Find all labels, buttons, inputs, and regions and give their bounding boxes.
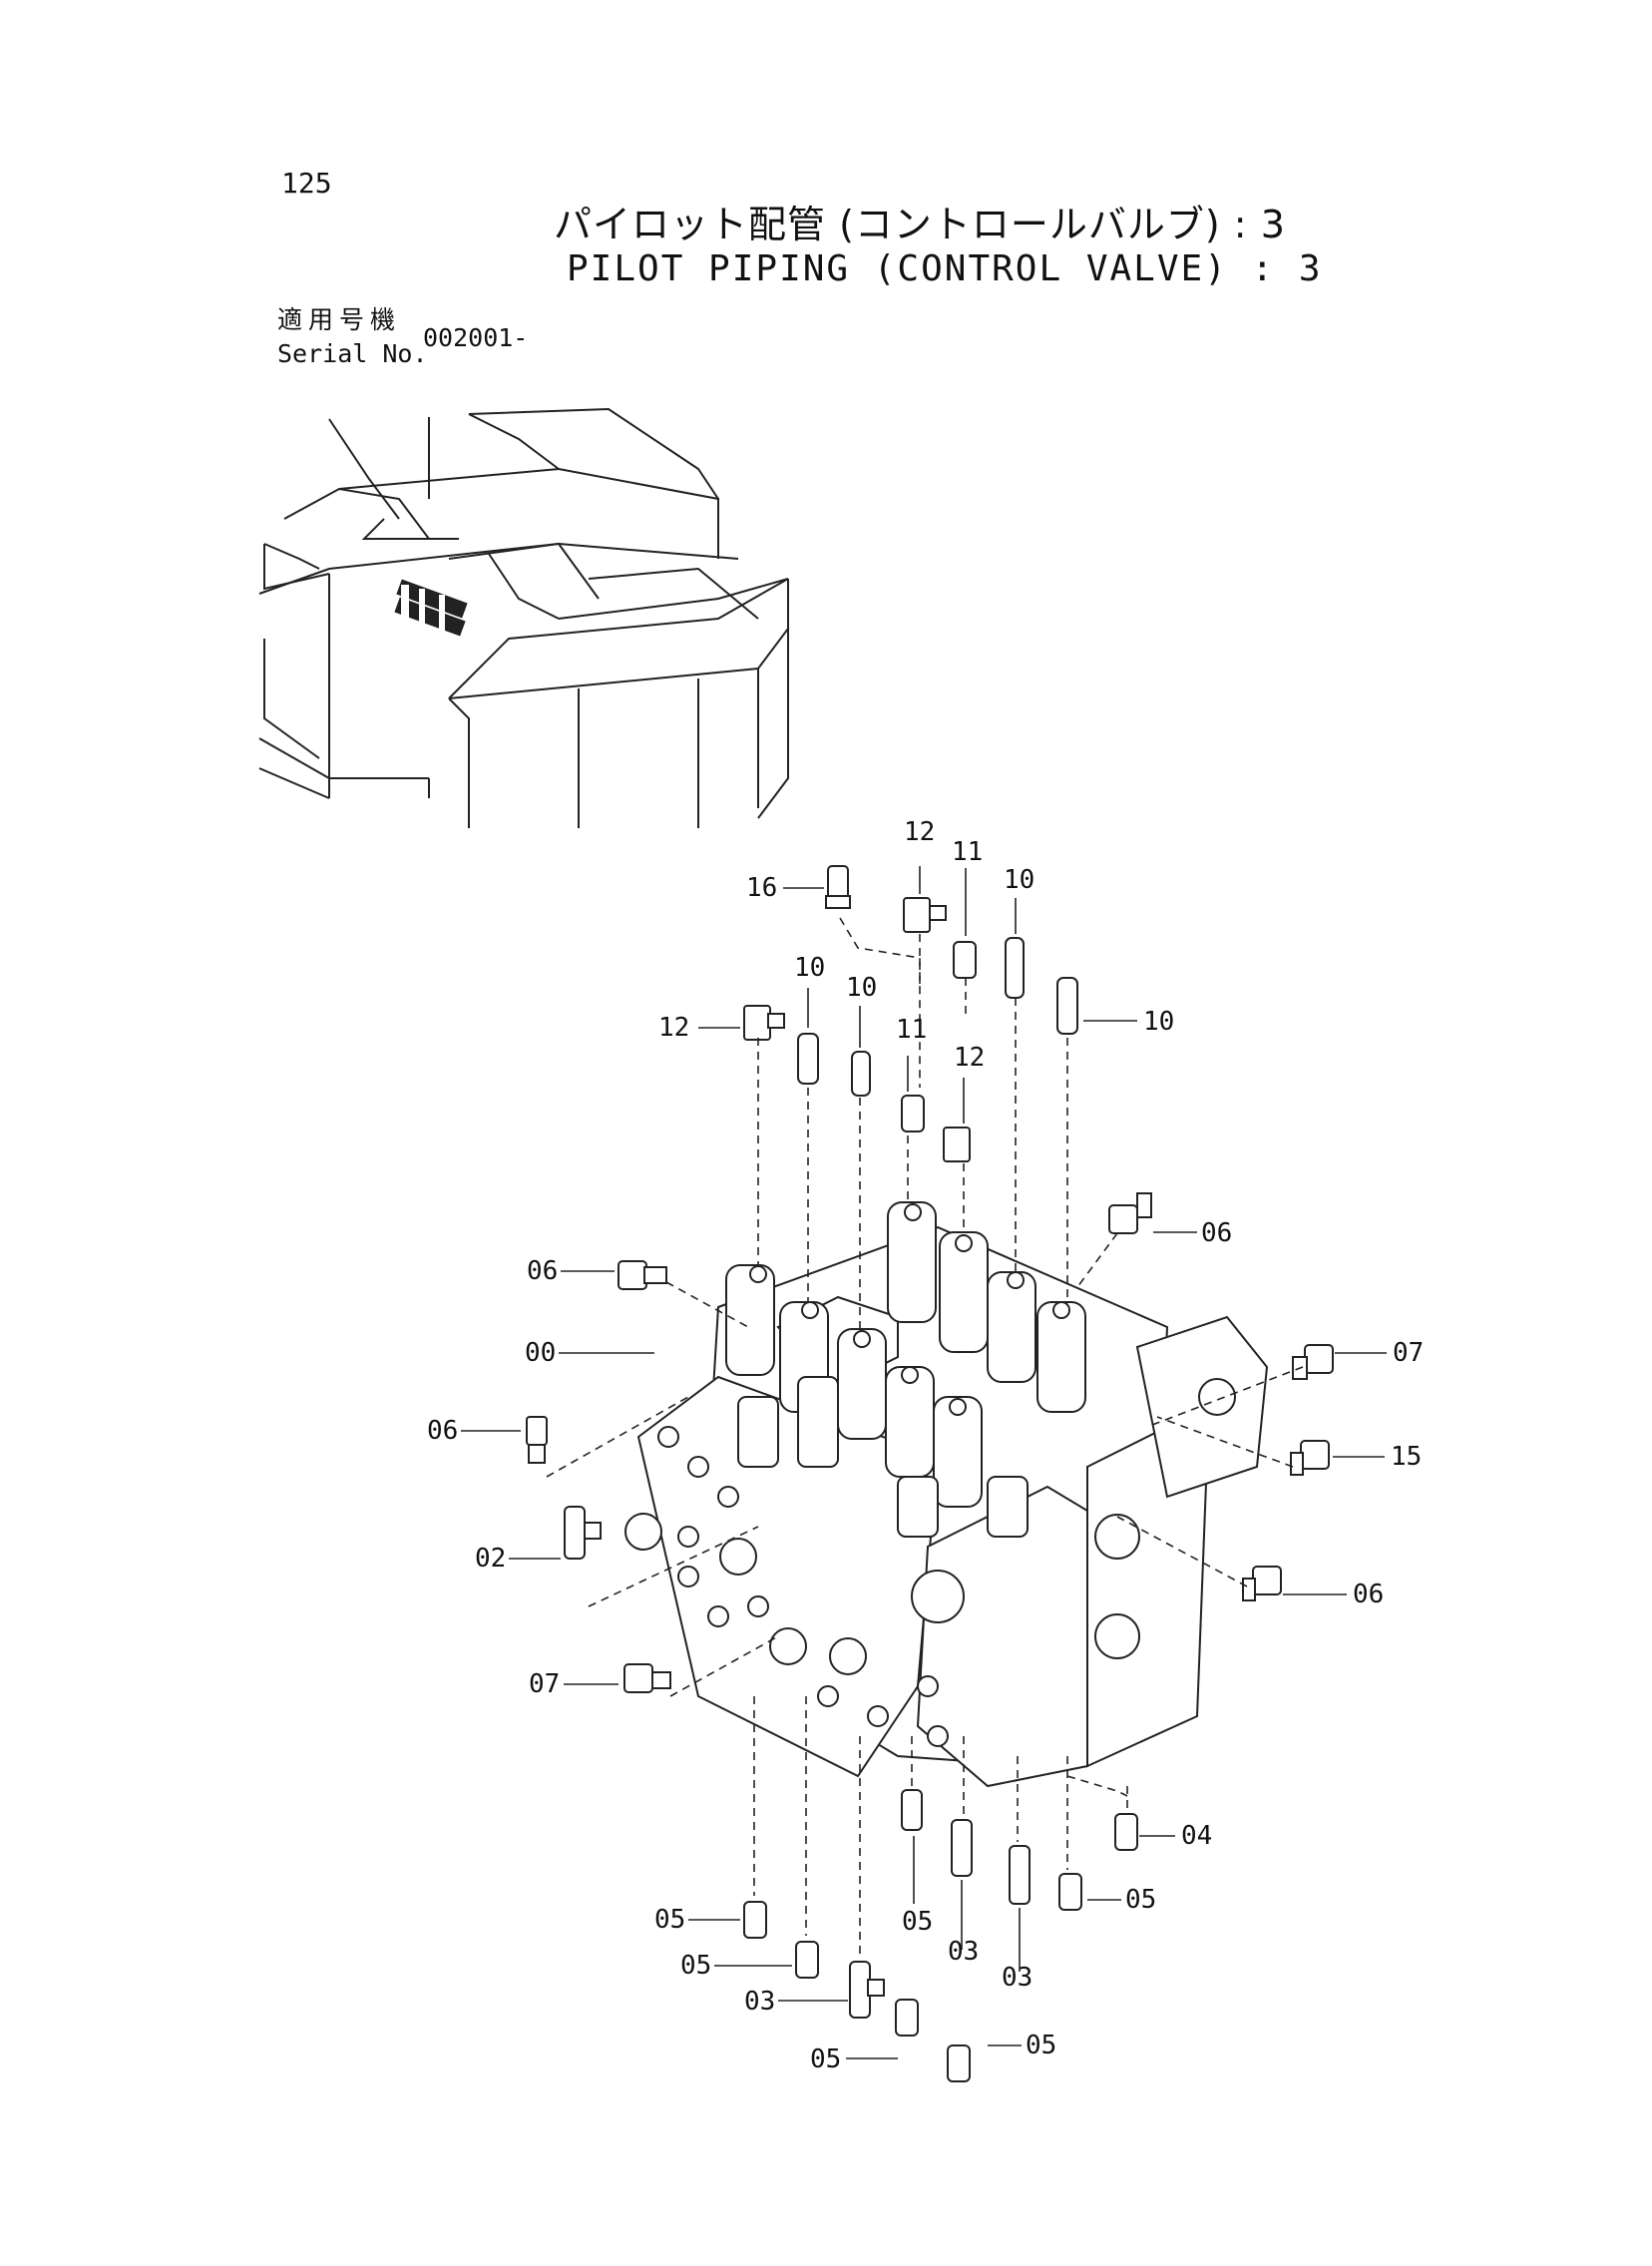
- title-english: PILOT PIPING (CONTROL VALVE) : 3: [567, 248, 1323, 289]
- control-valve-location-icon: [394, 579, 468, 637]
- pipe-fittings: [526, 865, 1334, 2082]
- callout-label: 06: [427, 1416, 458, 1446]
- control-valve-assembly: [624, 1201, 1269, 1788]
- callout-label: 03: [1002, 1963, 1032, 1993]
- serial-label: Serial No.: [277, 339, 428, 368]
- callout-label: 03: [744, 1987, 775, 2017]
- leader-lines: [461, 866, 1387, 2059]
- callout-label: 15: [1391, 1442, 1422, 1472]
- serial-label-japanese: 適用号機: [277, 305, 402, 334]
- callout-label: 02: [475, 1544, 506, 1574]
- callout-label: 16: [746, 873, 777, 903]
- callout-label: 10: [1004, 865, 1034, 895]
- callout-label: 11: [952, 837, 983, 867]
- callout-label: 06: [527, 1256, 558, 1286]
- callout-label: 05: [654, 1905, 685, 1935]
- callout-label: 07: [1393, 1338, 1424, 1368]
- callout-label: 12: [904, 817, 935, 847]
- callout-label: 10: [1143, 1007, 1174, 1037]
- serial-number-value: 002001-: [423, 323, 529, 352]
- machine-overview-inset: [258, 407, 789, 828]
- callout-label: 06: [1353, 1580, 1384, 1609]
- callout-label: 12: [658, 1013, 689, 1043]
- callout-label: 05: [1026, 2031, 1056, 2060]
- callout-label: 05: [680, 1951, 711, 1981]
- callout-label: 03: [948, 1937, 979, 1967]
- callout-label: 00: [525, 1338, 556, 1368]
- callout-label: 10: [846, 973, 877, 1003]
- callout-label: 06: [1201, 1218, 1232, 1248]
- page-number: 125: [281, 167, 332, 200]
- callout-label: 07: [529, 1669, 560, 1699]
- callout-label: 05: [1125, 1885, 1156, 1915]
- callout-label: 12: [954, 1043, 985, 1073]
- title-japanese: パイロット配管 (コントロールバルブ) : 3: [554, 203, 1286, 246]
- callout-label: 05: [810, 2044, 841, 2074]
- callout-labels: 16 12 11 10 10 12 10 10 11 12 06 06 00 0…: [427, 817, 1424, 2074]
- callout-label: 10: [794, 953, 825, 983]
- callout-label: 11: [896, 1015, 927, 1045]
- callout-label: 05: [902, 1907, 933, 1937]
- callout-label: 04: [1181, 1821, 1212, 1851]
